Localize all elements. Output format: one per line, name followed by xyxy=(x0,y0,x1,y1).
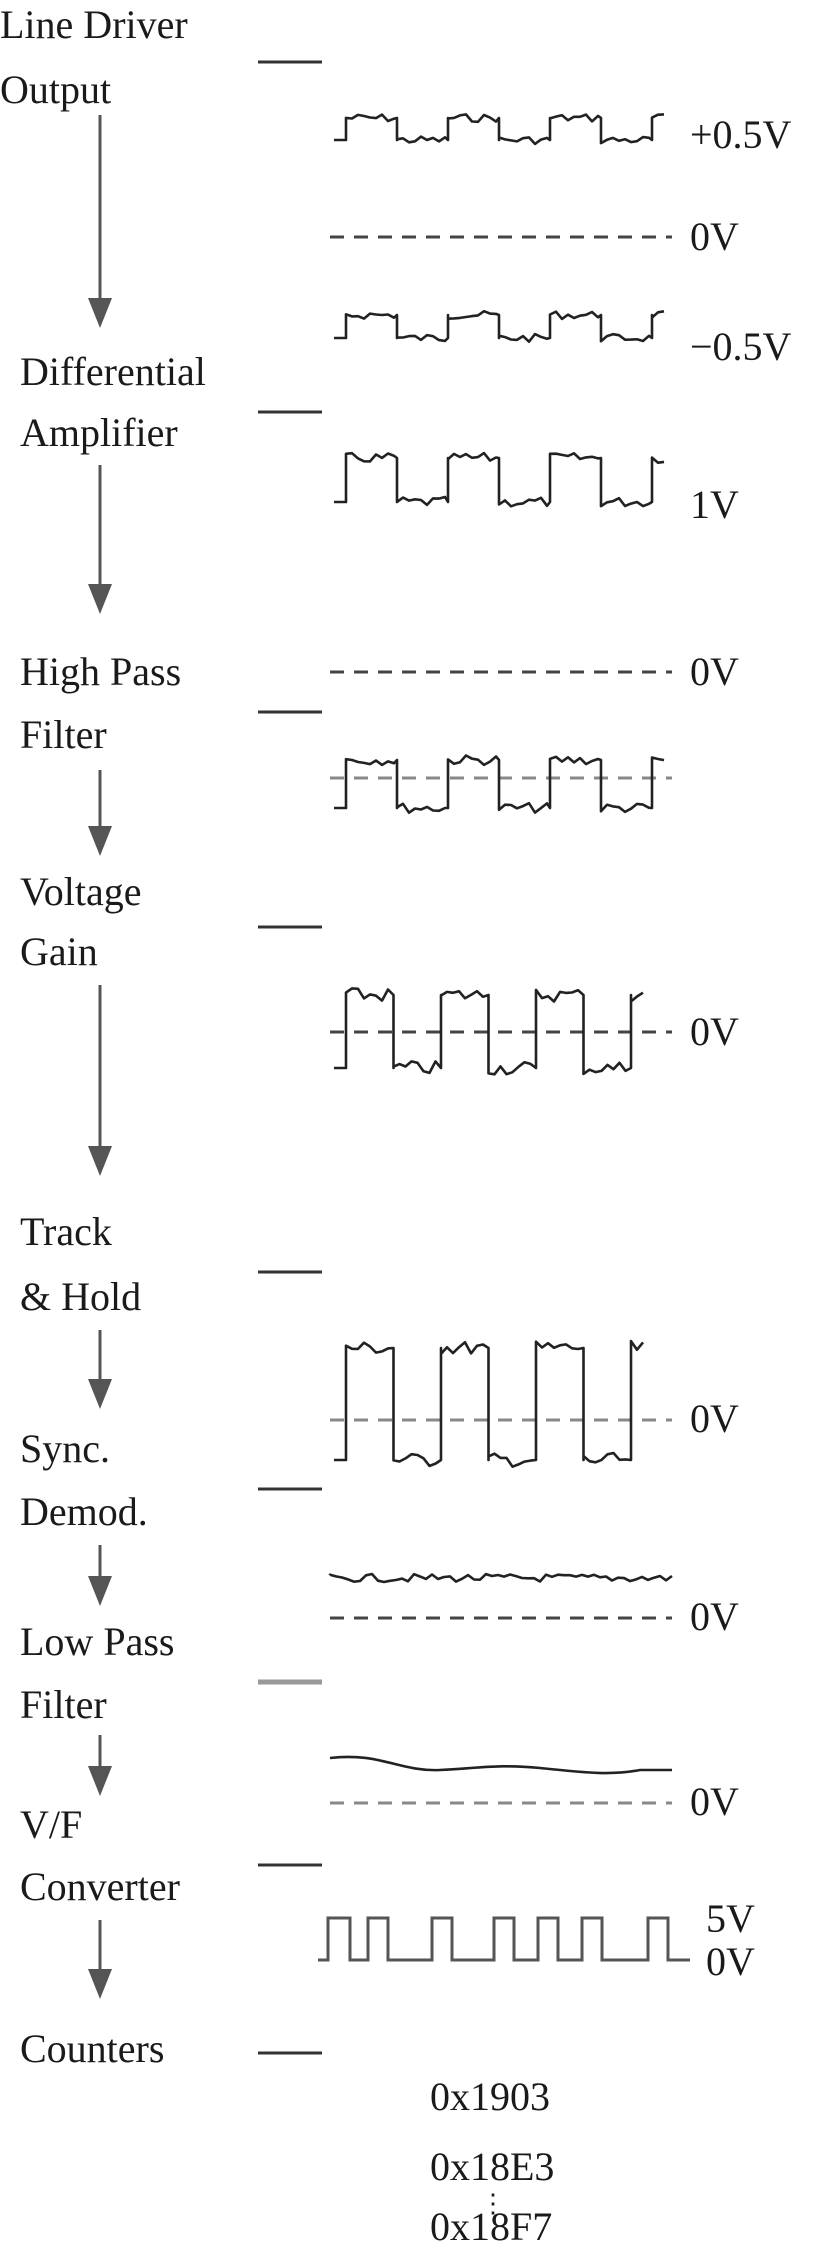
stage-ticks xyxy=(258,60,322,2055)
counter-value-2: 0x18E3 xyxy=(430,2144,554,2189)
stage-low-pass-line1: Low Pass xyxy=(20,1619,174,1664)
stage-label-track-hold: Track & Hold xyxy=(20,1209,141,1319)
voltage-label-minus-half: −0.5V xyxy=(690,324,792,369)
counter-ellipsis: ⋮ xyxy=(480,2189,506,2218)
voltage-label-five: 5V xyxy=(706,1896,755,1941)
stage-label-diff-amp: Differential Amplifier xyxy=(20,349,216,455)
counter-value-3: 0x18F7 xyxy=(430,2204,552,2242)
waveform-line-driver-minus xyxy=(334,309,665,343)
stage-voltage-gain-line2: Gain xyxy=(20,929,98,974)
waveform-track-hold xyxy=(334,1339,645,1468)
voltage-label-zero-low-pass: 0V xyxy=(690,1779,739,1824)
waveform-line-driver-plus xyxy=(334,113,665,146)
voltage-label-zero-sync-demod: 0V xyxy=(690,1594,739,1639)
stage-voltage-gain-line1: Voltage xyxy=(20,869,141,914)
arrow-5 xyxy=(88,1330,112,1409)
stage-diff-amp-line2: Amplifier xyxy=(20,410,178,455)
arrow-6 xyxy=(88,1545,112,1606)
stage-counters-line1: Counters xyxy=(20,2026,164,2071)
voltage-label-plus-half: +0.5V xyxy=(690,112,792,157)
voltage-label-zero-diff-amp: 0V xyxy=(690,649,739,694)
stage-label-high-pass: High Pass Filter xyxy=(20,649,191,757)
waveform-vf-pulses xyxy=(318,1916,690,1962)
stage-label-low-pass: Low Pass Filter xyxy=(20,1619,184,1727)
arrow-1 xyxy=(88,115,112,328)
arrow-3 xyxy=(88,770,112,856)
stage-sync-demod-line1: Sync. xyxy=(20,1426,110,1471)
stage-line-driver-line2: Output xyxy=(0,67,111,112)
stage-vf-line1: V/F xyxy=(20,1802,82,1847)
stage-sync-demod-line2: Demod. xyxy=(20,1489,148,1534)
voltage-label-zero-voltage-gain: 0V xyxy=(690,1009,739,1054)
arrow-7 xyxy=(88,1735,112,1796)
waveform-low-pass xyxy=(329,1755,672,1775)
waveforms xyxy=(318,113,690,1962)
counter-value-1: 0x1903 xyxy=(430,2074,550,2119)
stage-label-line-driver: Line Driver Output xyxy=(0,2,198,112)
stage-track-hold-line2: & Hold xyxy=(20,1274,141,1319)
waveform-sync-demod xyxy=(328,1572,673,1584)
stage-label-sync-demod: Sync. Demod. xyxy=(20,1426,148,1534)
stage-labels: Line Driver Output Differential Amplifie… xyxy=(0,2,216,2071)
voltage-label-zero-track-hold: 0V xyxy=(690,1396,739,1441)
arrow-2 xyxy=(88,465,112,614)
arrow-8 xyxy=(88,1920,112,1999)
stage-low-pass-line2: Filter xyxy=(20,1682,107,1727)
waveform-voltage-gain xyxy=(334,987,644,1076)
stage-label-vf-converter: V/F Converter xyxy=(20,1802,180,1909)
voltage-labels: +0.5V 0V −0.5V 1V 0V 0V 0V 0V 0V 5V 0V xyxy=(690,112,792,1984)
voltage-label-zero-vf: 0V xyxy=(706,1939,755,1984)
voltage-label-zero-line-driver: 0V xyxy=(690,214,739,259)
stage-vf-line2: Converter xyxy=(20,1864,180,1909)
stage-label-counters: Counters xyxy=(20,2026,164,2071)
voltage-label-one: 1V xyxy=(690,482,739,527)
reference-lines xyxy=(330,235,672,1805)
stage-track-hold-line1: Track xyxy=(20,1209,112,1254)
stage-label-voltage-gain: Voltage Gain xyxy=(20,869,151,974)
waveform-diff-amp xyxy=(334,451,665,508)
stage-high-pass-line2: Filter xyxy=(20,712,107,757)
stage-line-driver-line1: Line Driver xyxy=(0,2,188,47)
flow-arrows xyxy=(88,115,112,1999)
arrow-4 xyxy=(88,985,112,1176)
stage-high-pass-line1: High Pass xyxy=(20,649,181,694)
stage-diff-amp-line1: Differential xyxy=(20,349,206,394)
waveform-high-pass xyxy=(334,754,665,814)
counter-values: 0x1903 0x18E3 ⋮ 0x18F7 xyxy=(430,2074,554,2242)
